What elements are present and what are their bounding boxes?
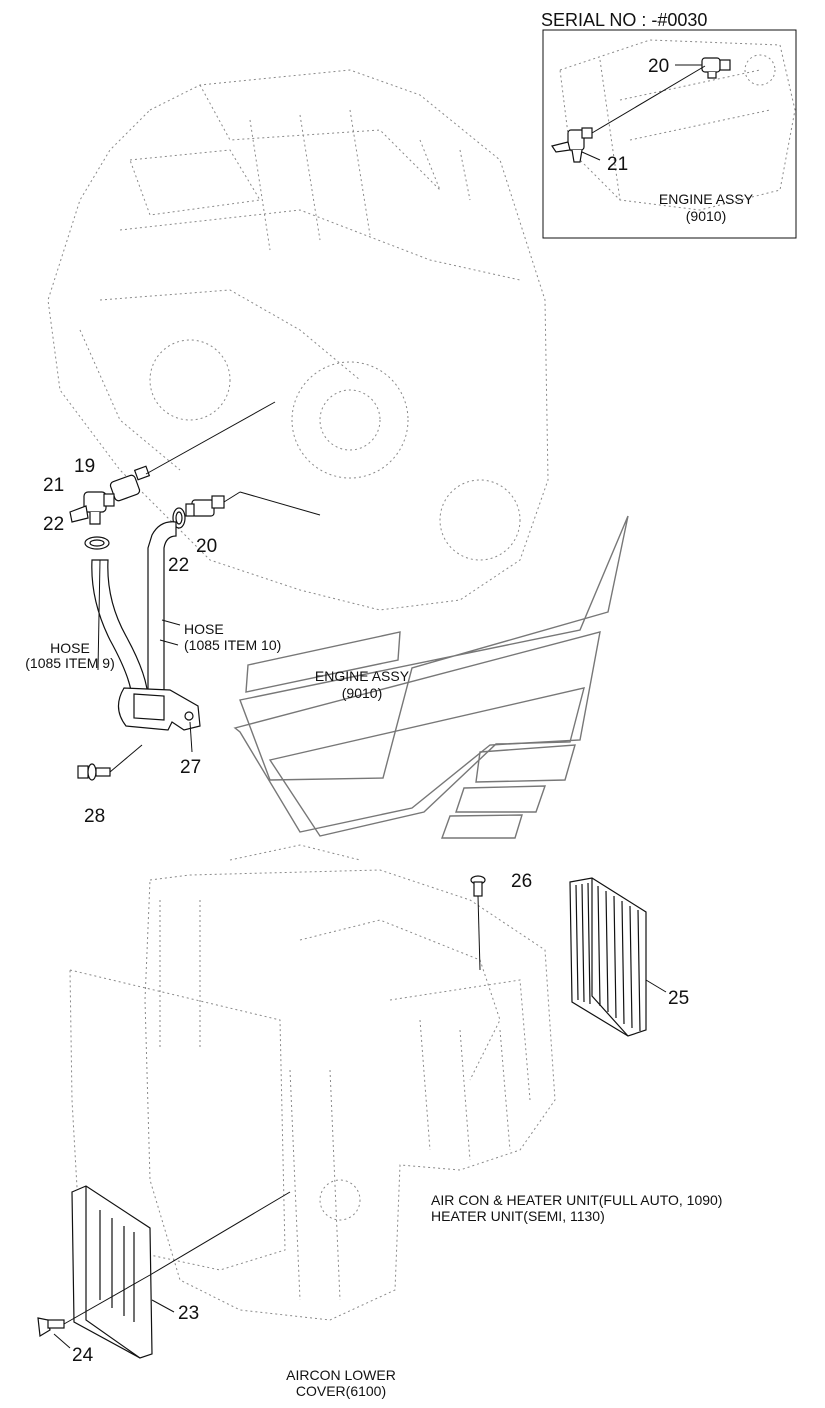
knob-24 — [37, 1317, 65, 1337]
inset-engine-label: ENGINE ASSY — [658, 191, 754, 207]
drain-valve-21 — [69, 491, 115, 525]
engine-block-outline — [47, 69, 549, 611]
bolt-28 — [77, 763, 111, 781]
callout-25: 25 — [668, 988, 690, 1009]
leader-lines — [53, 64, 706, 1349]
filter-25 — [569, 877, 647, 1037]
callout-20: 20 — [196, 536, 218, 557]
inset-callout-21: 21 — [607, 154, 629, 175]
inset-fitting-20 — [701, 57, 731, 79]
hose-right — [147, 521, 177, 701]
hose-left-item: (1085 ITEM 9) — [25, 655, 115, 671]
inset-border — [542, 29, 797, 239]
cover-23 — [71, 1185, 153, 1359]
callout-21: 21 — [43, 475, 65, 496]
adapter-19 — [109, 465, 151, 502]
hose-clip-27 — [117, 687, 201, 731]
inset-engine-outline — [559, 39, 796, 211]
callout-27: 27 — [180, 757, 202, 778]
screw-26 — [470, 875, 486, 897]
callout-24: 24 — [72, 1345, 94, 1366]
aircon-unit-label: AIR CON & HEATER UNIT(FULL AUTO, 1090) — [431, 1192, 723, 1208]
engine-assy-label: ENGINE ASSY — [314, 668, 410, 684]
callout-19: 19 — [74, 456, 96, 477]
inset-callout-20: 20 — [648, 56, 670, 77]
hose-left-label: HOSE — [50, 640, 90, 656]
callout-22-right: 22 — [168, 555, 190, 576]
callout-22-left: 22 — [43, 514, 65, 535]
inset-drain-valve-21 — [551, 127, 593, 163]
callout-23: 23 — [178, 1303, 200, 1324]
hose-right-label: HOSE — [184, 621, 224, 637]
inset-engine-code: (9010) — [685, 208, 727, 224]
serial-number-title: SERIAL NO : -#0030 — [541, 10, 708, 30]
aircon-cover-label: AIRCON LOWER — [286, 1367, 396, 1383]
hose-left — [91, 559, 149, 701]
watermark-logo — [233, 515, 629, 839]
callout-28: 28 — [84, 806, 106, 827]
clamp-22-left — [84, 536, 110, 550]
engine-assy-code: (9010) — [341, 685, 383, 701]
hose-right-item: (1085 ITEM 10) — [184, 637, 282, 653]
elbow-20 — [185, 495, 225, 517]
callout-26: 26 — [511, 871, 533, 892]
heater-unit-label: HEATER UNIT(SEMI, 1130) — [431, 1208, 605, 1224]
aircon-unit-outline — [69, 844, 556, 1321]
aircon-cover-code: COVER(6100) — [295, 1383, 387, 1399]
